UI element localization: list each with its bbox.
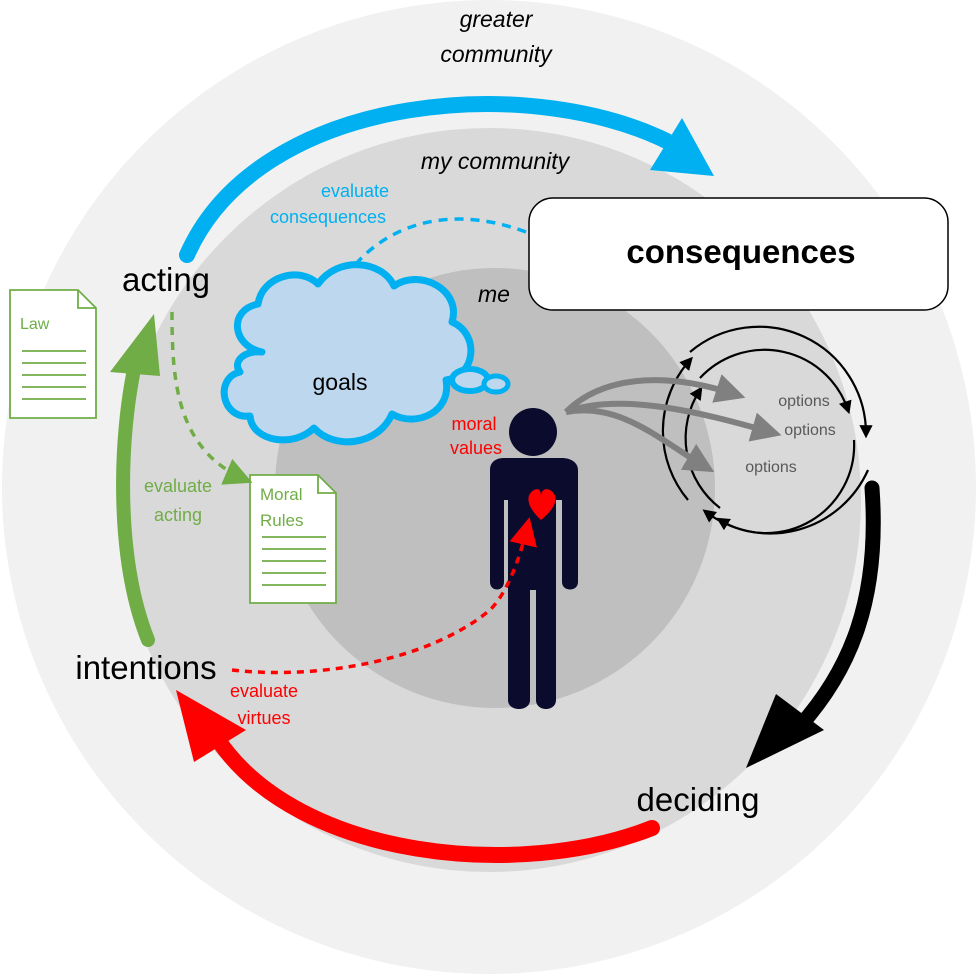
deciding-to-intentions-arrow bbox=[210, 732, 660, 863]
deciding-arrowhead bbox=[746, 694, 824, 768]
options-label-1: options bbox=[778, 393, 830, 410]
consequences-label: consequences bbox=[626, 233, 855, 270]
evaluate-consequences-label-line2: consequences bbox=[270, 207, 386, 227]
option-arrow-2 bbox=[564, 400, 782, 442]
greater-community-label-line1: greater bbox=[460, 6, 534, 32]
greater-community-label-line2: community bbox=[440, 41, 553, 67]
intentions-arrowhead bbox=[110, 314, 160, 376]
acting-label: acting bbox=[122, 261, 210, 298]
evaluate-virtues-label-line2: virtues bbox=[237, 708, 290, 728]
heart-icon bbox=[528, 489, 556, 520]
deciding-label: deciding bbox=[637, 781, 760, 818]
options-cycle-icon bbox=[661, 325, 873, 535]
evaluate-acting-arrow bbox=[170, 311, 253, 485]
evaluate-acting-label-line2: acting bbox=[154, 505, 202, 525]
me-label: me bbox=[478, 281, 510, 307]
options-label-2: options bbox=[784, 422, 836, 439]
goals-cloud bbox=[220, 261, 511, 446]
intentions-to-acting-arrow bbox=[116, 353, 155, 647]
moral-rules-document-icon bbox=[249, 474, 337, 604]
evaluate-consequences-label-line1: evaluate bbox=[321, 181, 389, 201]
option-arrow-1 bbox=[563, 374, 746, 415]
law-document-icon bbox=[9, 289, 97, 419]
moral-values-label-line2: values bbox=[450, 438, 502, 458]
moral-rules-label-line1: Moral bbox=[260, 485, 303, 504]
acting-to-consequences-arrow bbox=[179, 96, 688, 263]
intentions-red-arrowhead bbox=[176, 690, 246, 762]
moral-values-label-line1: moral bbox=[451, 414, 496, 434]
consequences-box bbox=[528, 197, 949, 311]
law-label: Law bbox=[20, 316, 50, 333]
option-arrow-3 bbox=[565, 407, 715, 473]
evaluate-virtues-arrow bbox=[231, 517, 537, 675]
my-community-label: my community bbox=[421, 148, 571, 174]
evaluate-virtues-label-line1: evaluate bbox=[230, 681, 298, 701]
options-label-3: options bbox=[745, 459, 797, 476]
goals-label: goals bbox=[313, 369, 368, 395]
intentions-label: intentions bbox=[75, 649, 216, 686]
evaluate-acting-label-line1: evaluate bbox=[144, 476, 212, 496]
options-to-deciding-arrow bbox=[792, 480, 881, 734]
acting-arrowhead bbox=[650, 118, 714, 176]
moral-rules-label-line2: Rules bbox=[260, 511, 303, 530]
